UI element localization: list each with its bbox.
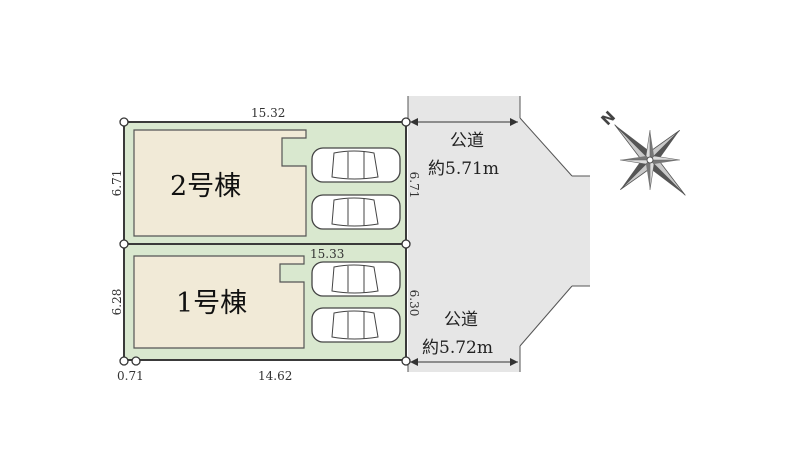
- dimension-lot2-left-depth: 6.71: [110, 170, 124, 197]
- parking-car: [311, 307, 401, 343]
- dimension-middle-width: 15.33: [310, 247, 344, 261]
- dimension-bottom-width: 14.62: [258, 369, 292, 383]
- survey-point: [131, 356, 141, 366]
- road-width-arrow-north: [410, 118, 518, 126]
- survey-point: [401, 356, 411, 366]
- survey-point: [401, 239, 411, 249]
- survey-point: [119, 356, 129, 366]
- road-width-arrow-south: [410, 358, 518, 366]
- south-road-name: 公道: [444, 310, 478, 330]
- parking-car: [311, 261, 401, 297]
- building-2-label: 2号棟: [170, 171, 241, 202]
- survey-point: [119, 239, 129, 249]
- parking-car: [311, 194, 401, 230]
- survey-point: [401, 117, 411, 127]
- dimension-lot1-right-depth: 6.30: [407, 290, 421, 317]
- public-road: [408, 96, 590, 372]
- north-road-name: 公道: [450, 131, 484, 151]
- road-edge-corner-top: [519, 117, 573, 177]
- compass-rose: N: [597, 107, 686, 196]
- dimension-lot1-left-depth: 6.28: [110, 289, 124, 316]
- north-road-width: 約5.71m: [428, 159, 499, 179]
- survey-point: [119, 117, 129, 127]
- road-edge-corner-bottom: [519, 285, 573, 347]
- dimension-bottom-offset: 0.71: [117, 369, 144, 383]
- parking-car: [311, 147, 401, 183]
- building-1-label: 1号棟: [176, 288, 247, 319]
- building-2-footprint: [133, 129, 307, 237]
- building-1-footprint: [133, 255, 305, 349]
- dimension-lot2-right-depth: 6.71: [407, 172, 421, 199]
- dimension-top-width: 15.32: [251, 106, 285, 120]
- south-road-width: 約5.72m: [422, 338, 493, 358]
